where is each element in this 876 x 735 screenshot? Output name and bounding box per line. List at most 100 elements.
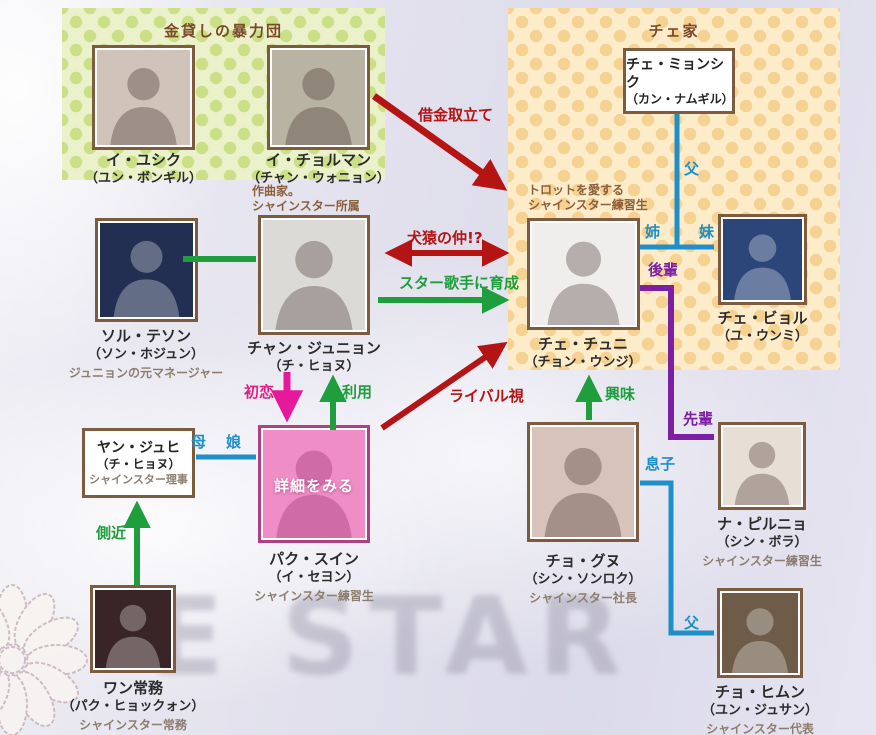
line-father-sisters bbox=[640, 114, 714, 250]
note-cheolman: 作曲家。 シャインスター所属 bbox=[252, 184, 360, 214]
note-line: シャインスター所属 bbox=[252, 199, 360, 213]
person-silhouette bbox=[110, 68, 177, 145]
character-role: シャインスター社長 bbox=[529, 591, 637, 605]
label-rival: ライバル視 bbox=[449, 387, 524, 405]
character-role: シャインスター理事 bbox=[89, 473, 188, 486]
note-line: トロットを愛する bbox=[528, 183, 625, 197]
character-actor: （ユ・ウンミ） bbox=[716, 329, 808, 344]
character-actor: （イ・セヨン） bbox=[268, 570, 360, 585]
label-interest: 興味 bbox=[605, 385, 636, 403]
label-father-bottom: 父 bbox=[684, 614, 700, 632]
nameblock-wang-executive: ワン常務 （パク・ヒョックォン） シャインスター常務 bbox=[26, 679, 240, 733]
label-first-love: 初恋 bbox=[244, 383, 275, 401]
arrow-rival bbox=[380, 341, 508, 431]
character-actor: （ソン・ホジュン） bbox=[87, 347, 205, 362]
character-role: ジュニョンの元マネージャー bbox=[68, 366, 224, 380]
flower-sketch bbox=[0, 584, 88, 735]
label-daughter: 娘 bbox=[226, 433, 242, 451]
label-junior: 後輩 bbox=[648, 261, 679, 279]
character-actor: （パク・ヒョックォン） bbox=[61, 699, 205, 714]
nameblock-jo-himun: チョ・ヒムン （ユン・ジュサン） シャインスター代表 bbox=[658, 683, 862, 735]
photo-jo-himun[interactable] bbox=[717, 588, 803, 678]
line-junior-senior bbox=[640, 285, 714, 440]
character-name: イ・チョルマン bbox=[265, 151, 371, 169]
nameblock-na-pilnyeo: ナ・ピルニョ （シン・ボラ） シャインスター練習生 bbox=[670, 515, 854, 569]
label-senior: 先輩 bbox=[683, 410, 714, 428]
note-line: 作曲家。 bbox=[252, 184, 301, 198]
label-elder-sister: 姉 bbox=[645, 223, 661, 241]
character-name: チェ・ビョル bbox=[717, 309, 808, 327]
character-name: チョ・ヒムン bbox=[714, 683, 805, 701]
photo-park-suin[interactable]: 詳細をみる bbox=[258, 425, 370, 543]
card-choi-myeongshik[interactable]: チェ・ミョンシク （カン・ナムギル） bbox=[623, 48, 735, 114]
label-son: 息子 bbox=[645, 455, 676, 473]
label-father-top: 父 bbox=[684, 160, 700, 178]
character-name: パク・スイン bbox=[269, 550, 359, 568]
view-details-button[interactable]: 詳細をみる bbox=[273, 477, 354, 496]
group-title: 金貸しの暴力団 bbox=[163, 22, 283, 40]
character-actor: （ユン・ジュサン） bbox=[701, 703, 819, 718]
character-role: シャインスター常務 bbox=[79, 718, 187, 732]
person-silhouette bbox=[734, 234, 791, 300]
character-actor: （カン・ナムギル） bbox=[626, 91, 734, 106]
character-name: ワン常務 bbox=[102, 679, 163, 697]
photo-lee-yusik[interactable] bbox=[92, 45, 195, 150]
character-name: チェ・チュニ bbox=[537, 335, 628, 353]
label-mother: 母 bbox=[191, 433, 207, 451]
nameblock-jang-junhyeon: チャン・ジュニョン （チ・ヒョヌ） bbox=[224, 339, 404, 375]
label-use: 利用 bbox=[342, 383, 373, 401]
character-actor: （チョン・ウンジ） bbox=[524, 355, 642, 370]
nameblock-lee-cheolman: イ・チョルマン （チャン・ウォニョン） bbox=[222, 151, 415, 187]
character-actor: （チ・ヒョヌ） bbox=[96, 457, 181, 471]
person-silhouette bbox=[276, 450, 352, 538]
character-name: チェ・ミョンシク bbox=[626, 56, 724, 91]
photo-wang-executive[interactable] bbox=[90, 585, 176, 673]
person-silhouette bbox=[105, 604, 161, 668]
label-younger-sister: 妹 bbox=[699, 223, 715, 241]
character-name: ナ・ピルニョ bbox=[716, 515, 807, 533]
person-silhouette bbox=[113, 240, 180, 317]
label-raise-star-singer: スター歌手に育成 bbox=[399, 274, 520, 292]
nameblock-choi-byeol: チェ・ビョル （ユ・ウンミ） bbox=[686, 309, 839, 345]
photo-jang-junhyeon[interactable] bbox=[258, 215, 370, 335]
character-role: シャインスター練習生 bbox=[702, 554, 822, 568]
nameblock-seol-taesong: ソル・テソン （ソン・ホジュン） ジュニョンの元マネージャー bbox=[26, 327, 266, 381]
nameblock-choi-chuni: チェ・チュニ （チョン・ウンジ） bbox=[488, 335, 678, 371]
character-name: ヤン・ジュヒ bbox=[96, 440, 181, 456]
note-line: シャインスター練習生 bbox=[528, 198, 648, 212]
person-silhouette bbox=[275, 240, 353, 330]
character-role: シャインスター練習生 bbox=[254, 589, 374, 603]
watermark-text: E STAR bbox=[150, 575, 632, 700]
person-silhouette bbox=[285, 68, 352, 145]
label-cat-and-dog: 犬猿の仲!? bbox=[407, 229, 483, 247]
person-silhouette bbox=[547, 241, 620, 325]
person-silhouette bbox=[544, 447, 622, 537]
photo-seol-taesong[interactable] bbox=[95, 218, 198, 322]
photo-choi-byeol[interactable] bbox=[718, 214, 807, 305]
character-actor: （チ・ヒョヌ） bbox=[268, 359, 360, 374]
character-name: イ・ユシク bbox=[105, 151, 181, 169]
person-silhouette bbox=[734, 441, 790, 505]
character-actor: （チャン・ウォニョン） bbox=[247, 171, 390, 186]
photo-na-pilnyeo[interactable] bbox=[718, 422, 806, 510]
photo-choi-chuni[interactable] bbox=[527, 218, 640, 330]
character-name: チャン・ジュニョン bbox=[247, 339, 381, 357]
nameblock-jo-guenwoo: チョ・グヌ （シン・ソンロク） シャインスター社長 bbox=[493, 552, 673, 606]
character-name: チョ・グヌ bbox=[545, 552, 621, 570]
card-yang-juhee[interactable]: ヤン・ジュヒ （チ・ヒョヌ） シャインスター理事 bbox=[82, 428, 195, 498]
label-debt-collection: 借金取立て bbox=[418, 106, 494, 124]
arrow-debt-collection bbox=[371, 93, 508, 191]
note-chuni: トロットを愛する シャインスター練習生 bbox=[528, 183, 648, 213]
line-son-father bbox=[640, 480, 714, 636]
photo-lee-cheolman[interactable] bbox=[267, 45, 370, 150]
label-close-aide: 側近 bbox=[96, 524, 127, 542]
character-name: ソル・テソン bbox=[100, 327, 191, 345]
nameblock-lee-yusik: イ・ユシク （ユン・ボンギル） bbox=[47, 151, 240, 187]
character-actor: （シン・ボラ） bbox=[716, 535, 808, 550]
photo-jo-guenwoo[interactable] bbox=[527, 422, 639, 542]
character-role: シャインスター代表 bbox=[706, 722, 814, 735]
character-actor: （シン・ソンロク） bbox=[524, 572, 642, 587]
character-actor: （ユン・ボンギル） bbox=[84, 171, 202, 186]
